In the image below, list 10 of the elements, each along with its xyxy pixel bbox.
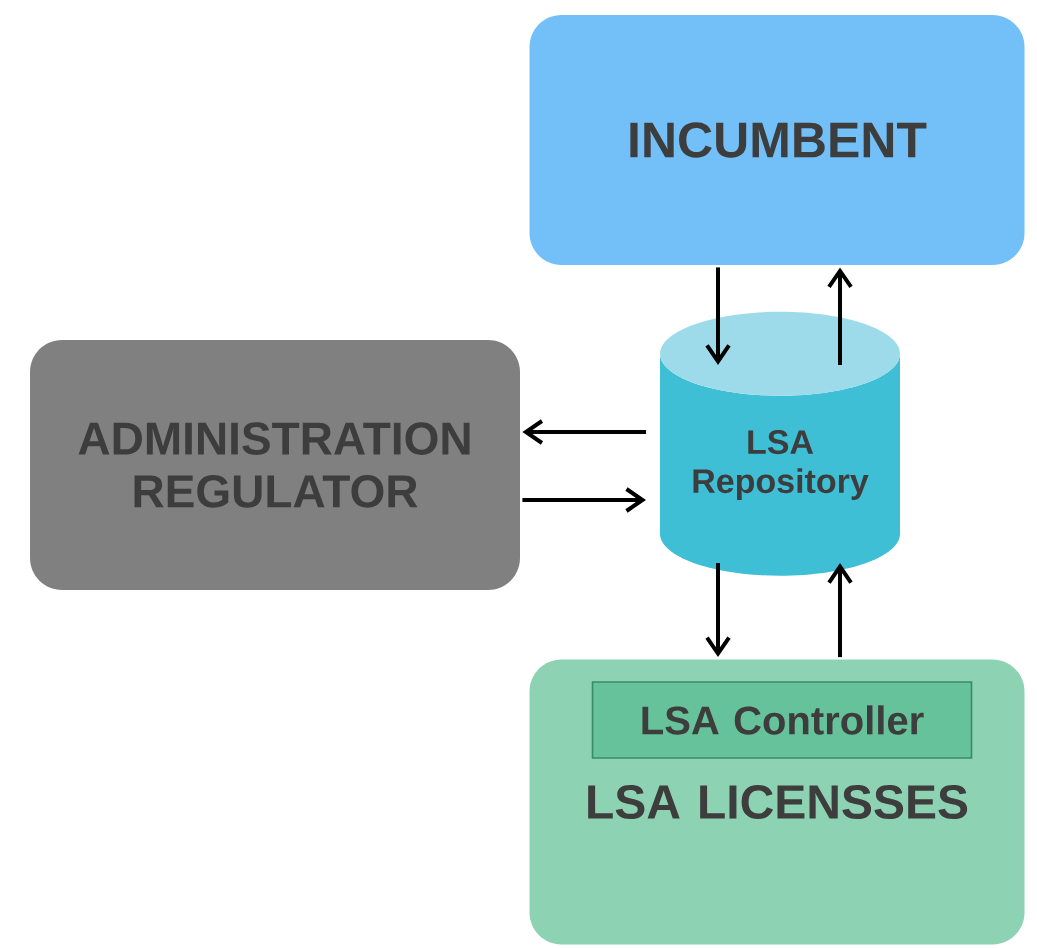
arrow (522, 487, 646, 513)
arrow (827, 267, 853, 365)
arrow (827, 563, 853, 658)
arrow (705, 267, 731, 365)
arrow (522, 419, 646, 445)
regulator-box: ADMINISTRATION REGULATOR (30, 340, 520, 590)
repository-cylinder: LSA Repository (660, 311, 900, 576)
incumbent-box: INCUMBENT (529, 15, 1025, 265)
controller-box: LSA Controller (591, 681, 973, 759)
arrow (705, 563, 731, 658)
